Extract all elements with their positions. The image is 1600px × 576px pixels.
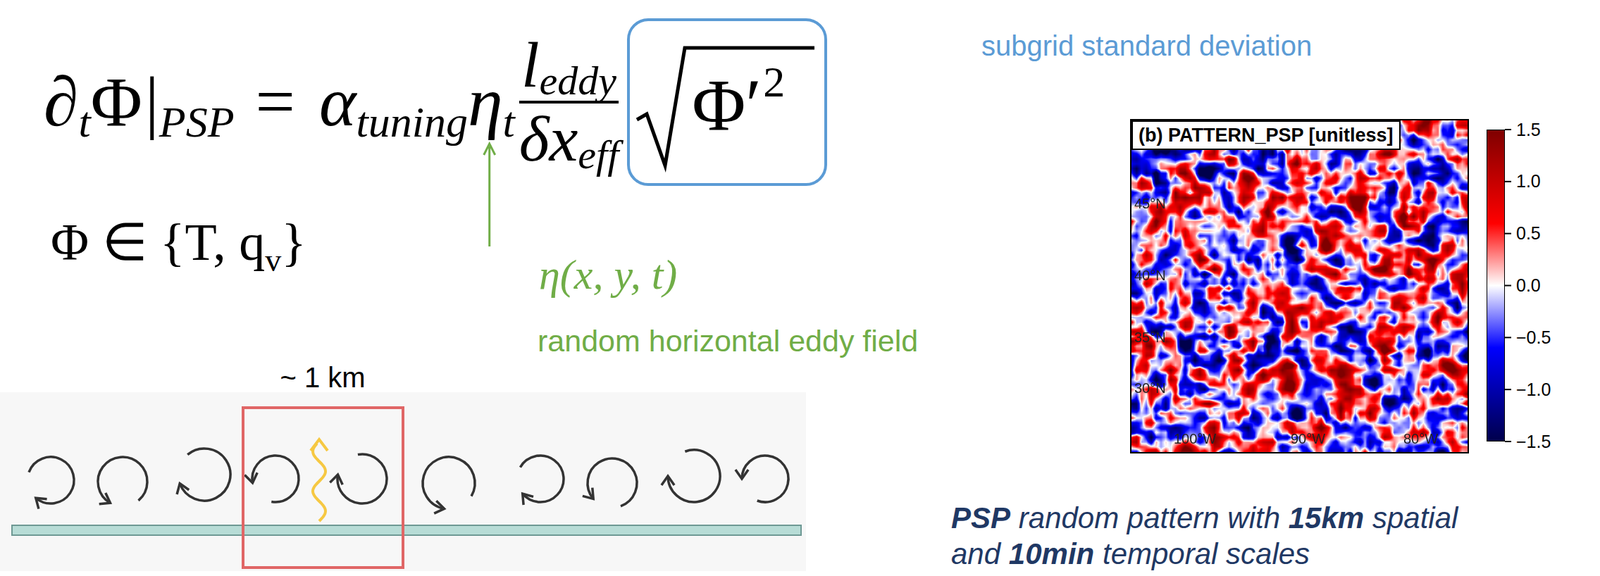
description-text: PSP xyxy=(951,501,1011,535)
colorbar-tick: 0.5 xyxy=(1516,223,1541,244)
variable-set: Φ ∈ {T, qv} xyxy=(50,212,307,273)
fraction: leddyδxeff xyxy=(519,30,620,173)
tick-mark xyxy=(1504,285,1512,287)
annotation: η(x, y, t) xyxy=(538,250,678,300)
map-coordinate: 30°N xyxy=(1134,380,1167,397)
eddy xyxy=(337,454,387,504)
colorbar-tick: 1.5 xyxy=(1516,119,1541,141)
math-symbol: | xyxy=(145,62,160,141)
math-symbol: η xyxy=(467,62,504,141)
eddy-arrowhead xyxy=(433,500,444,514)
eddy-arrowhead xyxy=(661,476,675,486)
description-text: spatial xyxy=(1372,501,1458,535)
spacer xyxy=(1484,129,1486,442)
grid-cell-box xyxy=(243,407,403,568)
tick-mark xyxy=(1504,128,1512,131)
eddy-arrowhead xyxy=(582,488,594,500)
math-symbol: ∂ xyxy=(43,62,79,141)
eddies xyxy=(28,448,789,514)
map-coordinate: 100°W xyxy=(1173,431,1217,448)
subscript: eddy xyxy=(539,57,618,104)
updraft-arrowhead xyxy=(310,439,328,451)
eddy xyxy=(252,455,299,503)
pointer-arrow xyxy=(484,143,496,247)
scale-label: ~ 1 km xyxy=(279,361,365,394)
description-text: 10min xyxy=(1008,537,1095,571)
colorbar-tick: 1.0 xyxy=(1516,171,1541,192)
map-coordinate: 90°W xyxy=(1290,431,1326,448)
annotation: subgrid standard deviation xyxy=(981,29,1312,62)
description-text: and xyxy=(951,537,1001,571)
tick-mark xyxy=(1504,388,1512,391)
eddy xyxy=(28,457,74,504)
description-text: temporal scales xyxy=(1102,537,1310,571)
math-symbol: Φ xyxy=(90,62,143,141)
description: PSPrandom pattern with15kmspatial and10mi… xyxy=(951,500,1458,573)
eddy xyxy=(667,450,721,503)
math-symbol: δx xyxy=(519,102,579,175)
subscript: eff xyxy=(577,131,619,178)
variable-set-text: Φ ∈ {T, q xyxy=(50,213,265,272)
colorbar-tick: 0.0 xyxy=(1516,275,1541,296)
tick-mark xyxy=(1504,181,1512,183)
map-coordinate: 40°N xyxy=(1134,267,1167,284)
subscript: t xyxy=(78,97,91,146)
subscript: t xyxy=(503,97,516,146)
map-coordinate: 35°N xyxy=(1134,329,1167,346)
map-coordinate: 80°W xyxy=(1403,431,1438,448)
eddy-arrowhead xyxy=(35,498,48,509)
eddy-arrowhead xyxy=(176,484,189,495)
colorbar-tick: −0.5 xyxy=(1516,327,1551,349)
tick-mark xyxy=(1504,233,1512,235)
description-text: 15km xyxy=(1288,501,1364,535)
eddy xyxy=(741,455,789,503)
colorbar-tick: −1.5 xyxy=(1516,431,1551,453)
panel-title-box: (b) PATTERN_PSP [unitless] xyxy=(1131,120,1401,151)
eddy-arrowhead xyxy=(99,493,111,505)
eddy-arrowhead xyxy=(735,469,749,480)
exponent: 2 xyxy=(763,57,785,106)
surface-band xyxy=(11,525,802,536)
math-symbol: l xyxy=(521,28,540,101)
description-text: random pattern with xyxy=(1018,501,1281,535)
subscript: PSP xyxy=(159,97,235,146)
eddy-arrowhead xyxy=(522,493,534,506)
tick-mark xyxy=(1504,441,1512,443)
math-symbol: α xyxy=(319,62,357,141)
subscript: tuning xyxy=(355,97,468,146)
variable: Φ′ xyxy=(691,64,762,146)
variable-set-text: } xyxy=(281,213,307,272)
equation: ∂tΦ|PSP=αtuningηtleddyδxeffΦ′2 xyxy=(43,18,828,186)
colorbar-tick: −1.0 xyxy=(1516,379,1551,401)
annotation: random horizontal eddy field xyxy=(537,324,919,359)
math-symbol: = xyxy=(255,62,296,141)
eddy xyxy=(422,457,475,509)
eddy-arrowhead xyxy=(329,474,343,485)
updraft-arrow xyxy=(312,443,326,522)
eddy-arrowhead xyxy=(244,472,258,483)
panel-title: (b) PATTERN_PSP [unitless] xyxy=(1138,124,1394,146)
eddy xyxy=(179,448,231,501)
random-pattern-map xyxy=(1130,119,1469,454)
illustration-ground xyxy=(0,392,806,572)
tick-mark xyxy=(1504,336,1512,339)
subscript: v xyxy=(264,242,282,279)
map-coordinate: 45°N xyxy=(1134,195,1167,213)
eddy xyxy=(587,458,637,507)
eddy xyxy=(97,457,148,504)
colorbar xyxy=(1486,129,1505,442)
highlight-box: Φ′2 xyxy=(627,18,828,186)
